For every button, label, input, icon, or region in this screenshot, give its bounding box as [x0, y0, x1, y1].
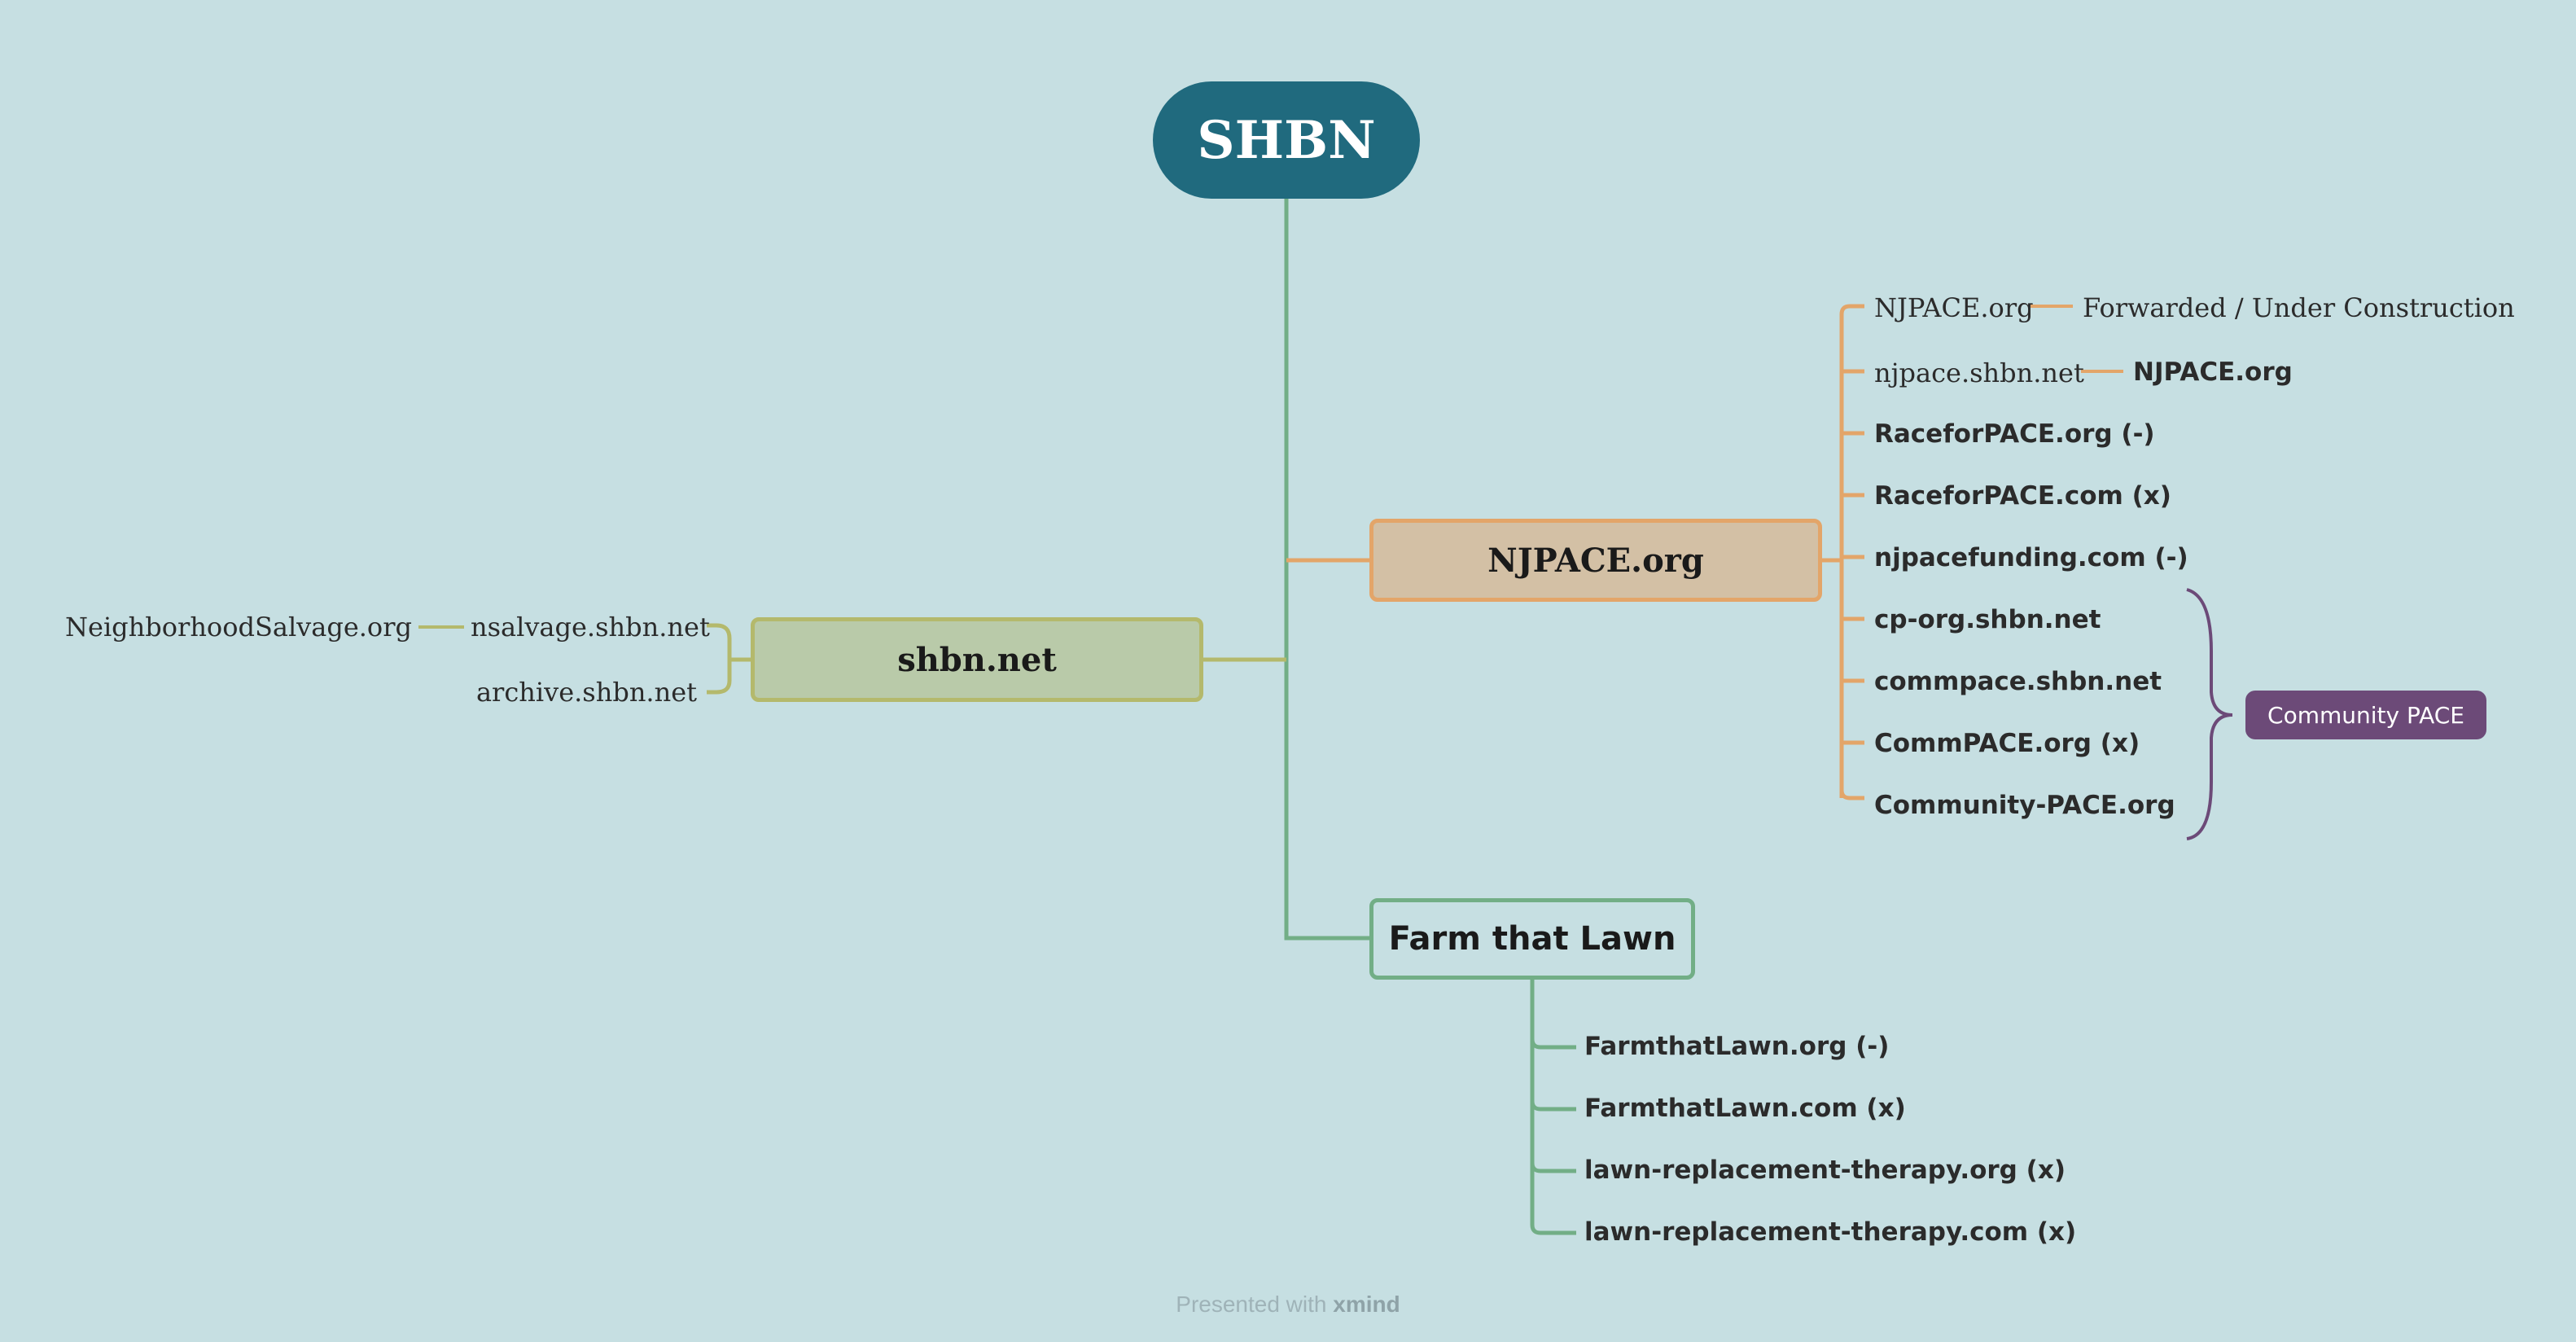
subtopic-njpace-org[interactable]: NJPACE.org	[1874, 292, 2034, 323]
subtopic-raceforpace-com[interactable]: RaceforPACE.com (x)	[1874, 481, 2171, 511]
xmind-brand: xmind	[1333, 1292, 1400, 1317]
subtopic-neighborhoodsalvage-org[interactable]: NeighborhoodSalvage.org	[65, 612, 412, 642]
subtopic-raceforpace-org[interactable]: RaceforPACE.org (-)	[1874, 419, 2155, 449]
trunk-line	[1284, 199, 1369, 941]
subtopic-farmthatlawn-org[interactable]: FarmthatLawn.org (-)	[1584, 1032, 1890, 1061]
subtopic-farmthatlawn-com[interactable]: FarmthatLawn.com (x)	[1584, 1094, 1906, 1123]
topic-farm-that-lawn-label: Farm that Lawn	[1388, 920, 1676, 958]
footer-prefix: Presented with	[1176, 1292, 1327, 1317]
central-topic-shbn[interactable]: SHBN	[1153, 81, 1420, 199]
subtopic-commpace-shbn-net[interactable]: commpace.shbn.net	[1874, 667, 2162, 696]
topic-njpace[interactable]: NJPACE.org	[1369, 519, 1822, 602]
subtopic-njpace-org-link[interactable]: NJPACE.org	[2133, 357, 2293, 387]
topic-shbn-net-label: shbn.net	[897, 640, 1057, 679]
farm-child-ticks	[1530, 1038, 1576, 1173]
subtopic-cp-org-shbn-net[interactable]: cp-org.shbn.net	[1874, 605, 2101, 634]
topic-njpace-label: NJPACE.org	[1487, 541, 1704, 580]
subtopic-community-pace-org[interactable]: Community-PACE.org	[1874, 791, 2175, 820]
subtopic-njpacefunding-com[interactable]: njpacefunding.com (-)	[1874, 543, 2188, 572]
shbnnet-children-bracket	[707, 623, 751, 695]
subtopic-lawn-replacement-therapy-com[interactable]: lawn-replacement-therapy.com (x)	[1584, 1217, 2077, 1247]
subtopic-forwarded-under-construction[interactable]: Forwarded / Under Construction	[2083, 292, 2515, 323]
summary-brace	[2186, 588, 2233, 840]
summary-community-pace[interactable]: Community PACE	[2245, 691, 2486, 739]
njpace-children-bracket	[1822, 304, 1864, 800]
njpace-child-ticks	[1842, 369, 1864, 745]
subtopic-archive-shbn-net[interactable]: archive.shbn.net	[475, 677, 697, 708]
subtopic-nsalvage-shbn-net[interactable]: nsalvage.shbn.net	[471, 612, 710, 642]
presented-with-footer: Presented with xmind	[1174, 1292, 1402, 1318]
central-topic-label: SHBN	[1197, 109, 1376, 171]
summary-label: Community PACE	[2267, 701, 2464, 729]
subtopic-commpace-org[interactable]: CommPACE.org (x)	[1874, 729, 2140, 758]
topic-shbn-net[interactable]: shbn.net	[751, 617, 1203, 702]
farm-children-bracket	[1530, 980, 1576, 1235]
topic-farm-that-lawn[interactable]: Farm that Lawn	[1369, 898, 1695, 980]
subtopic-lawn-replacement-therapy-org[interactable]: lawn-replacement-therapy.org (x)	[1584, 1156, 2066, 1185]
subtopic-njpace-shbn-net[interactable]: njpace.shbn.net	[1874, 357, 2084, 388]
